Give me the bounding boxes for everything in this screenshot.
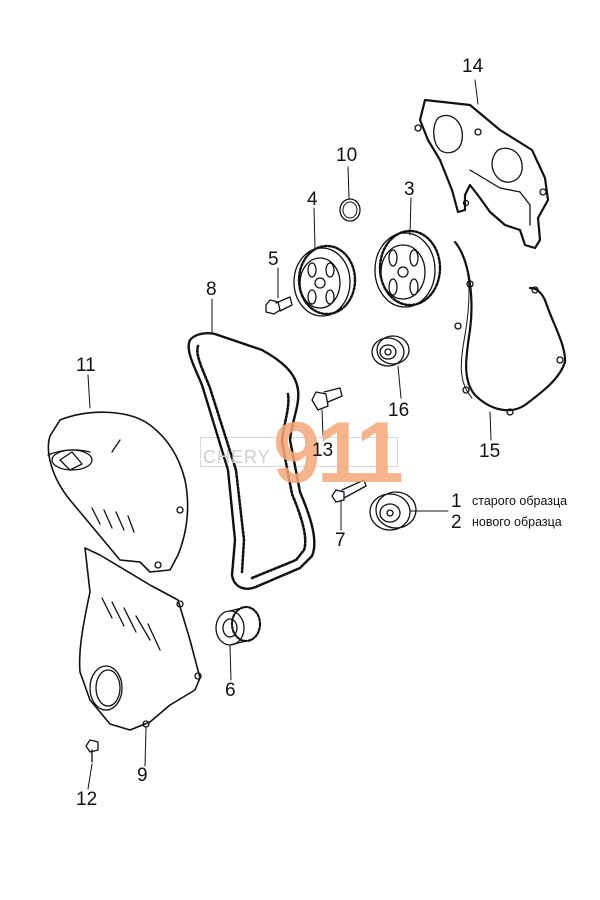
lower-front-cover bbox=[78, 547, 202, 731]
leader-lines bbox=[87, 79, 492, 790]
stud-bolt bbox=[311, 387, 343, 411]
callout-15: 15 bbox=[479, 441, 501, 462]
watermark-number: 911 bbox=[273, 405, 404, 501]
o-ring bbox=[339, 198, 361, 222]
camshaft-sprocket-intake bbox=[293, 244, 357, 317]
callout-7: 7 bbox=[335, 530, 346, 551]
tensioner-pulley bbox=[369, 491, 417, 531]
callout-3: 3 bbox=[404, 179, 415, 200]
cover-gasket bbox=[453, 240, 567, 416]
callout-11: 11 bbox=[76, 355, 96, 376]
upper-front-cover bbox=[47, 411, 189, 573]
callout-8: 8 bbox=[206, 279, 217, 300]
note-old-type: старого образца bbox=[472, 494, 568, 508]
callout-9: 9 bbox=[137, 765, 148, 786]
callout-16: 16 bbox=[388, 400, 410, 421]
camshaft-sprocket-exhaust bbox=[374, 229, 442, 308]
callout-1: 1 bbox=[451, 491, 462, 512]
watermark-frame bbox=[200, 437, 398, 467]
callout-13: 13 bbox=[312, 440, 334, 461]
timing-belt bbox=[187, 332, 316, 590]
sprocket-bolt bbox=[265, 296, 293, 315]
callout-12: 12 bbox=[76, 789, 98, 810]
watermark-brand: CHERY bbox=[203, 447, 271, 467]
tensioner-bolt bbox=[331, 479, 367, 503]
callout-10: 10 bbox=[336, 145, 358, 166]
crankshaft-sprocket bbox=[215, 605, 262, 646]
idler-pulley bbox=[371, 335, 410, 367]
callout-6: 6 bbox=[225, 680, 236, 701]
callout-14: 14 bbox=[462, 56, 484, 77]
cover-bolt bbox=[85, 739, 99, 763]
callout-4: 4 bbox=[307, 189, 318, 210]
upper-rear-cover bbox=[414, 98, 550, 250]
callout-5: 5 bbox=[268, 249, 279, 270]
note-new-type: нового образца bbox=[472, 515, 562, 529]
callout-2: 2 bbox=[451, 512, 462, 533]
